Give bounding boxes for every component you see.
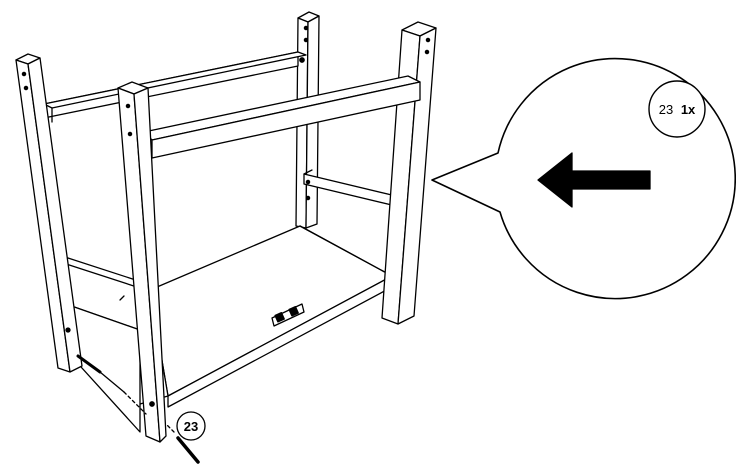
front-top-rail — [143, 75, 421, 159]
svg-text:23 1x: 23 1x — [659, 102, 696, 117]
front-right-post — [381, 21, 437, 325]
screw-bottom-left — [76, 354, 147, 415]
arrow-left-icon — [537, 152, 651, 208]
shelf-connector-bracket — [271, 303, 305, 327]
front-left-post — [117, 81, 167, 443]
back-rail — [43, 51, 307, 123]
screw-23 — [165, 423, 200, 464]
callout-badge: 23 1x — [648, 80, 706, 138]
part-label-23: 23 — [176, 411, 206, 441]
callout-part-number: 23 — [659, 102, 673, 117]
shelf-board — [123, 225, 393, 408]
callout-quantity: 1x — [681, 102, 696, 117]
part-label-number: 23 — [184, 419, 198, 434]
back-left-post — [15, 53, 83, 373]
